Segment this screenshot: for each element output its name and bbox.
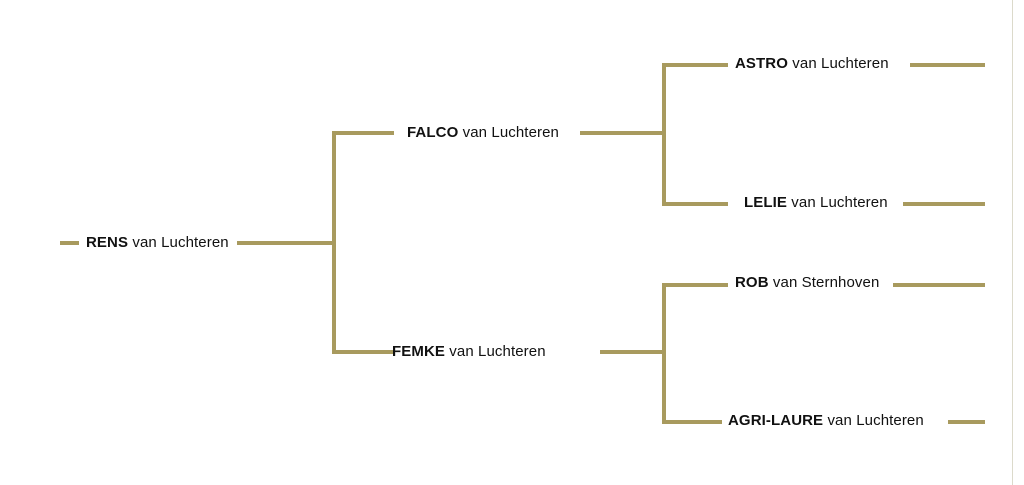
node-surname: van Luchteren bbox=[827, 412, 924, 429]
pedigree-node-parent-femke[interactable]: FEMKE van Luchteren bbox=[392, 343, 546, 361]
node-surname: van Luchteren bbox=[132, 234, 229, 251]
node-surname: van Luchteren bbox=[449, 343, 546, 360]
connector-bracket-lower bbox=[662, 283, 666, 424]
node-surname: van Luchteren bbox=[462, 124, 559, 141]
connector-trunk-generation2 bbox=[332, 131, 336, 354]
connector-bracket-lower-to-agri bbox=[662, 420, 722, 424]
connector-trunk-to-falco bbox=[332, 131, 394, 135]
connector-bracket-lower-to-rob bbox=[662, 283, 728, 287]
connector-agri-trail bbox=[948, 420, 985, 424]
node-given-name: ASTRO bbox=[735, 55, 788, 72]
page-right-border bbox=[1012, 0, 1013, 485]
connector-rob-trail bbox=[893, 283, 985, 287]
pedigree-node-subject-rens[interactable]: RENS van Luchteren bbox=[86, 234, 229, 252]
connector-lelie-trail bbox=[903, 202, 985, 206]
connector-bracket-upper-to-lelie bbox=[662, 202, 728, 206]
connector-bracket-upper-to-astro bbox=[662, 63, 728, 67]
node-surname: van Luchteren bbox=[791, 194, 888, 211]
node-given-name: LELIE bbox=[744, 194, 788, 211]
pedigree-node-parent-falco[interactable]: FALCO van Luchteren bbox=[407, 124, 559, 142]
connector-subject-to-trunk bbox=[237, 241, 336, 245]
node-given-name: FEMKE bbox=[392, 343, 445, 360]
pedigree-node-grandparent-astro[interactable]: ASTRO van Luchteren bbox=[735, 55, 889, 73]
connector-femke-to-bracket bbox=[600, 350, 666, 354]
node-given-name: ROB bbox=[735, 274, 769, 291]
connector-subject-lead bbox=[60, 241, 79, 245]
connector-trunk-to-femke bbox=[332, 350, 394, 354]
connector-astro-trail bbox=[910, 63, 985, 67]
connector-falco-to-bracket bbox=[580, 131, 666, 135]
node-given-name: AGRI-LAURE bbox=[728, 412, 824, 429]
node-surname: van Sternhoven bbox=[772, 274, 880, 291]
connector-bracket-upper bbox=[662, 63, 666, 206]
node-given-name: FALCO bbox=[407, 124, 459, 141]
pedigree-node-grandparent-rob[interactable]: ROB van Sternhoven bbox=[735, 274, 879, 292]
node-surname: van Luchteren bbox=[792, 55, 889, 72]
node-given-name: RENS bbox=[86, 234, 129, 251]
pedigree-node-grandparent-agri-laure[interactable]: AGRI-LAURE van Luchteren bbox=[728, 412, 924, 430]
pedigree-node-grandparent-lelie[interactable]: LELIE van Luchteren bbox=[744, 194, 888, 212]
